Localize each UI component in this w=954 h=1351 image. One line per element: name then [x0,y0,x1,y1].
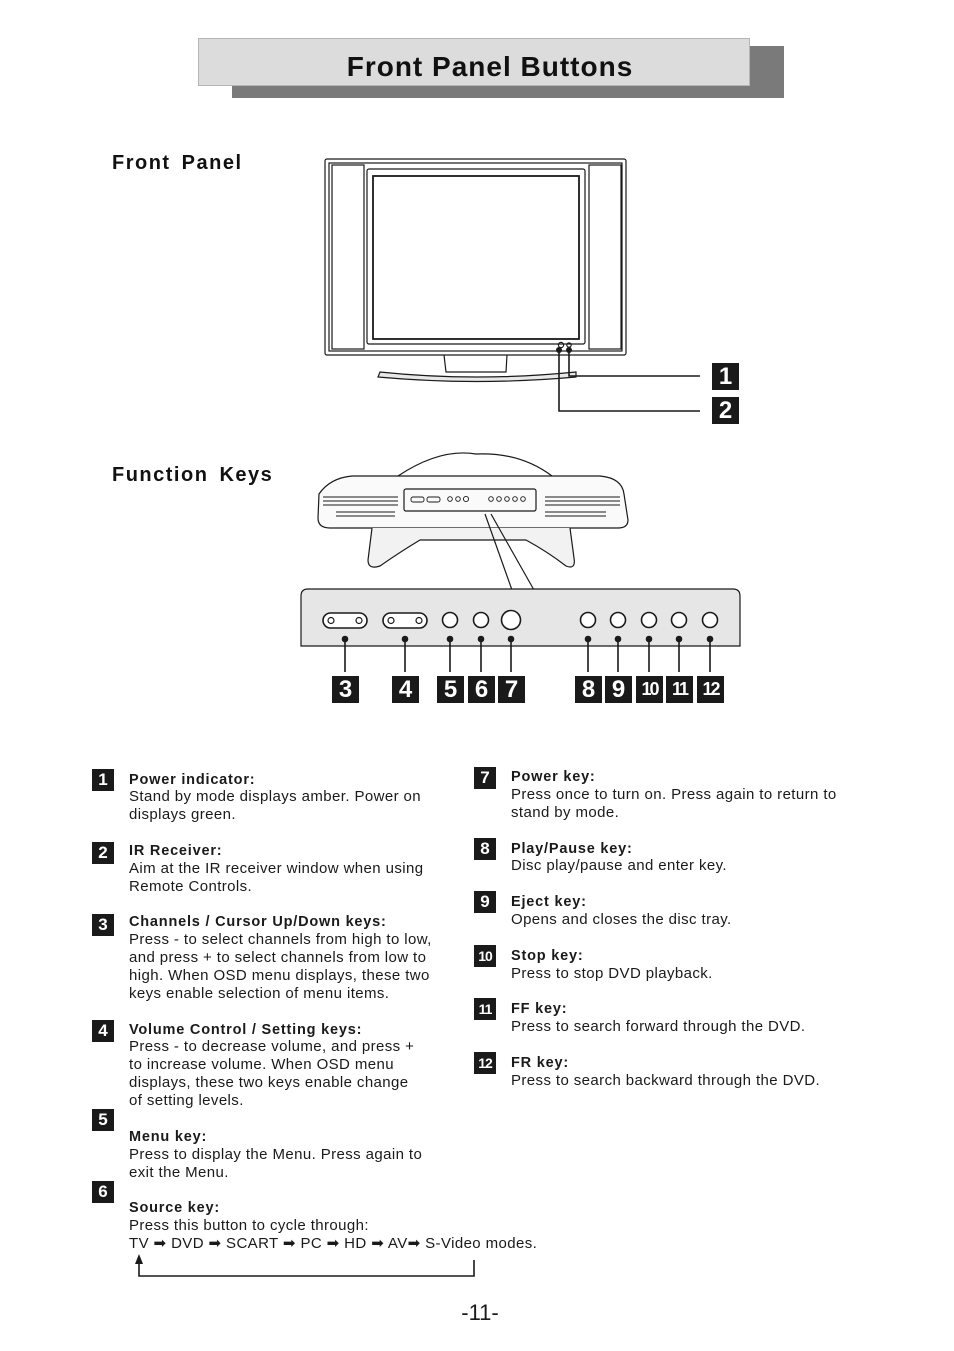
item-title-ff-key: FF key: [511,1001,568,1017]
item-badge-12: 12 [474,1052,496,1074]
callout-badge-3: 3 [332,676,359,703]
item-badge-9: 9 [474,891,496,913]
item-badge-8: 8 [474,838,496,860]
item-title-power-indicator: Power indicator: [129,772,256,788]
callout-badge-12: 12 [697,676,724,703]
tv-front-illustration [324,158,700,412]
item-body-ir-receiver: Aim at the IR receiver window when using… [129,860,424,895]
callout-badge-8: 8 [575,676,602,703]
item-body-volume-keys: Press - to decrease volume, and press +t… [129,1038,415,1109]
callout-badge-7: 7 [498,676,525,703]
callout-badge-6: 6 [468,676,495,703]
item-body-power-key: Press once to turn on. Press again to re… [511,786,837,821]
item-badge-10: 10 [474,945,496,967]
source-cycle-return-arrow [135,1254,475,1277]
item-title-stop-key: Stop key: [511,948,584,964]
callout-badge-11: 11 [666,676,693,703]
item-title-power-key: Power key: [511,769,596,785]
item-title-menu-key: Menu key: [129,1129,208,1145]
item-body-menu-key: Press to display the Menu. Press again t… [129,1146,423,1181]
callout-badge-4: 4 [392,676,419,703]
item-title-ir-receiver: IR Receiver: [129,843,223,859]
item-body-play-pause-key: Disc play/pause and enter key. [511,857,728,874]
page-number: -11- [461,1300,499,1325]
front-panel-heading: Front Panel [112,152,243,174]
item-title-channels-keys: Channels / Cursor Up/Down keys: [129,914,387,930]
page-title: Front Panel Buttons [346,51,634,82]
item-badge-7: 7 [474,767,496,789]
item-badge-1: 1 [92,769,114,791]
item-title-eject-key: Eject key: [511,894,587,910]
item-title-fr-key: FR key: [511,1055,569,1071]
item-title-source-key: Source key: [129,1200,221,1216]
function-keys-illustration [300,452,741,672]
callout-badge-1: 1 [712,363,739,390]
item-body-stop-key: Press to stop DVD playback. [511,965,713,982]
item-body-fr-key: Press to search backward through the DVD… [511,1072,821,1089]
callout-badge-5: 5 [437,676,464,703]
item-body-eject-key: Opens and closes the disc tray. [511,911,732,928]
item-body-ff-key: Press to search forward through the DVD. [511,1018,806,1035]
item-title-volume-keys: Volume Control / Setting keys: [129,1022,363,1038]
item-badge-6: 6 [92,1181,114,1203]
title-banner [198,38,750,86]
item-body-channels-keys: Press - to select channels from high to … [129,931,432,1002]
item-body-source-key: Press this button to cycle through:TV ➡ … [129,1217,538,1252]
callout-badge-10: 10 [636,676,663,703]
item-badge-3: 3 [92,914,114,936]
callout-badge-9: 9 [605,676,632,703]
callout-badge-2: 2 [712,397,739,424]
item-badge-4: 4 [92,1020,114,1042]
function-keys-heading: Function Keys [112,464,274,486]
item-badge-2: 2 [92,842,114,864]
item-title-play-pause-key: Play/Pause key: [511,841,633,857]
item-badge-5: 5 [92,1109,114,1131]
item-badge-11: 11 [474,998,496,1020]
